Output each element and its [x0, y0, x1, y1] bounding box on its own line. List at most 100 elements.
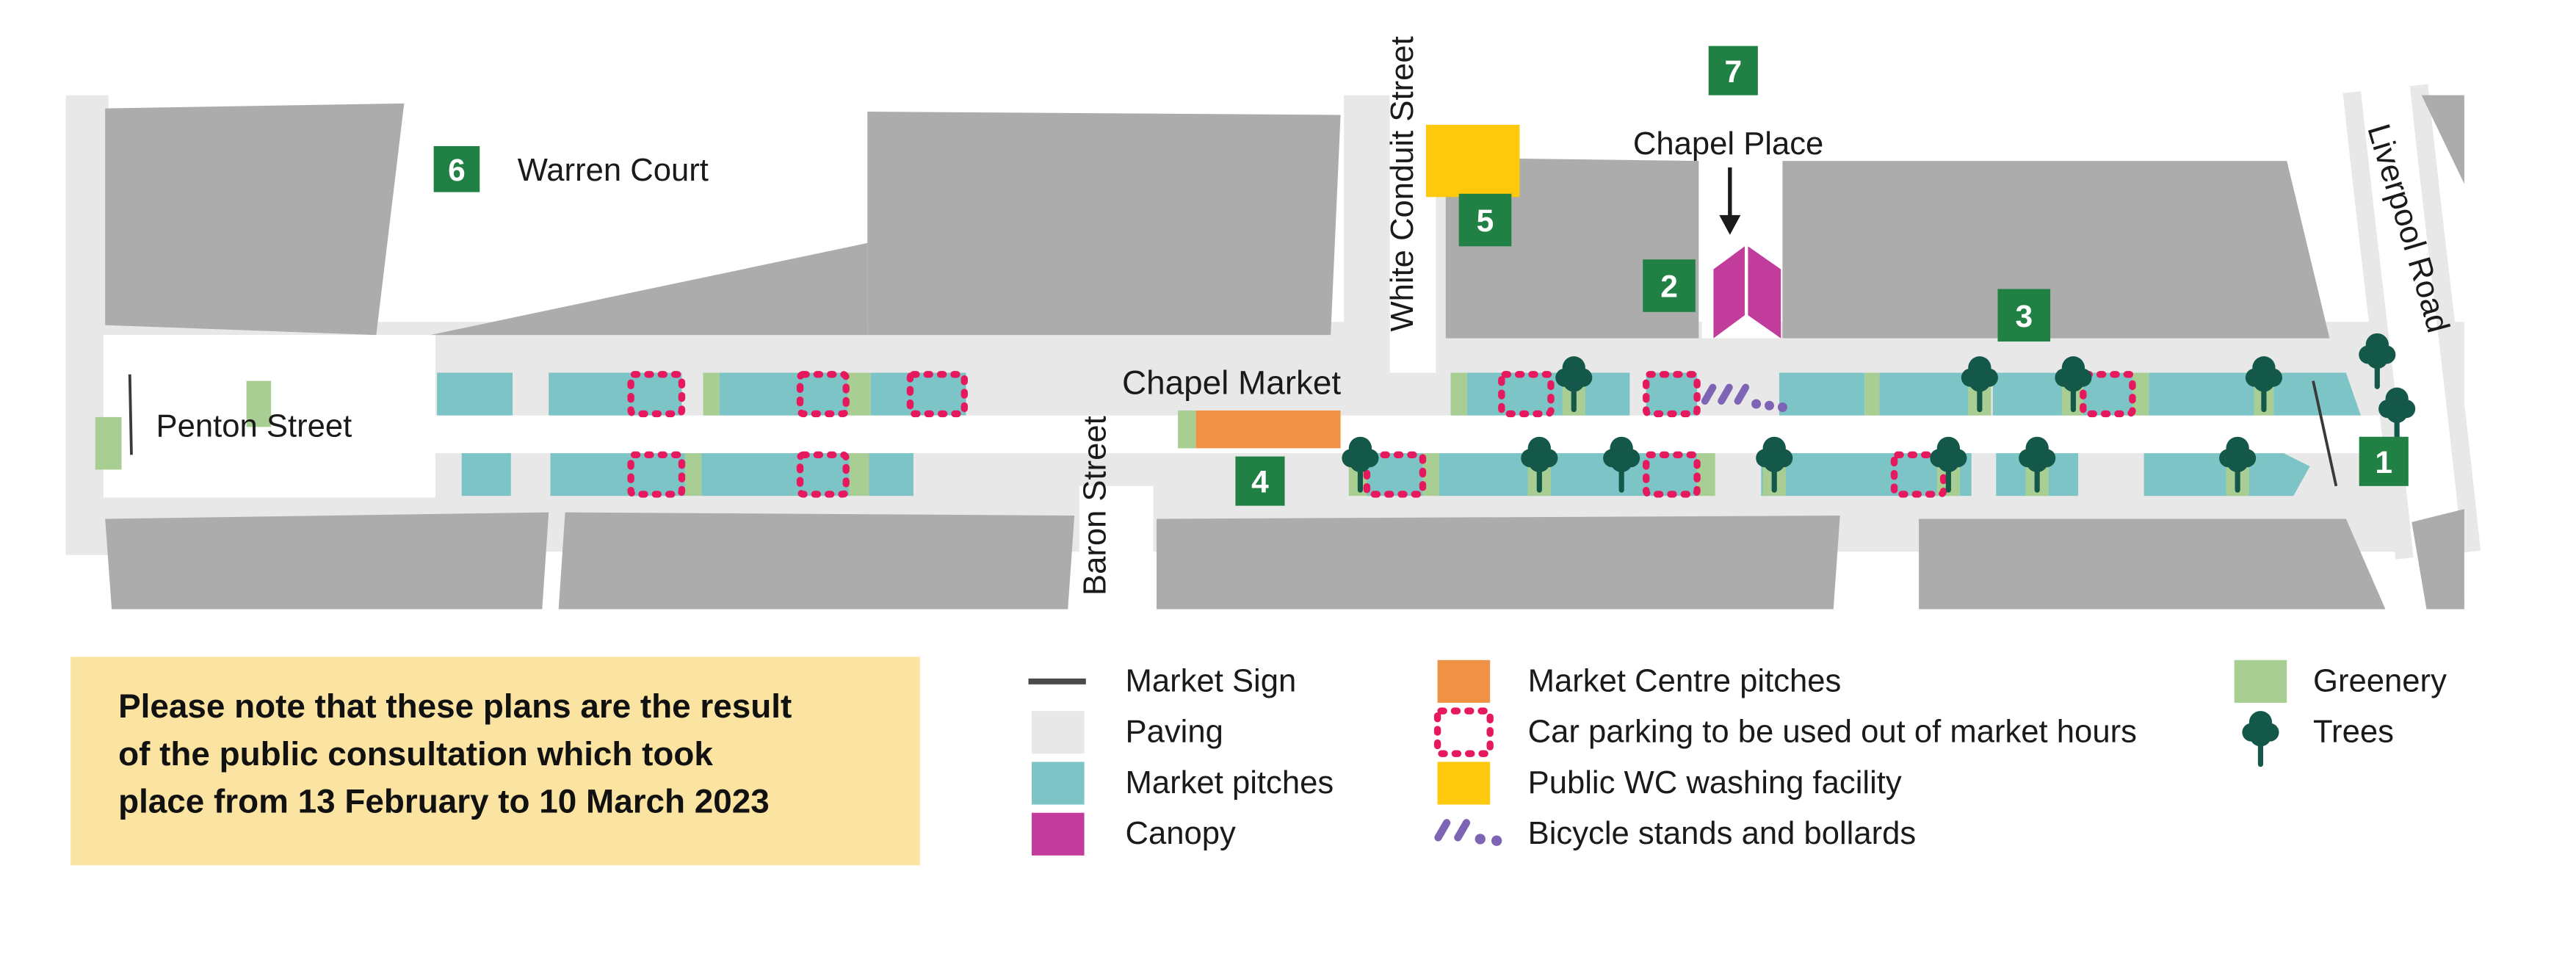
- liverpool-road-surface: [2361, 86, 2463, 558]
- legend-trees-label: Trees: [2313, 715, 2394, 750]
- car-parking-zone: [2080, 371, 2136, 418]
- note-box-background: [70, 657, 920, 866]
- chapel-place-label: Chapel Place: [1633, 126, 1823, 162]
- car-parking-zone: [796, 371, 850, 418]
- greenery-strip: [703, 372, 720, 416]
- note-line-2: of the public consultation which took: [118, 735, 713, 773]
- market-pitch: [869, 453, 913, 496]
- legend-public-wc-label: Public WC washing facility: [1528, 765, 1902, 801]
- car-parking-zone: [627, 371, 686, 418]
- badge-2: 2: [1643, 259, 1696, 312]
- building-top-center: [867, 112, 1341, 336]
- car-parking-zone: [1643, 371, 1701, 418]
- car-parking-zone: [1498, 371, 1555, 418]
- badge-number: 1: [2375, 446, 2392, 480]
- market-pitch: [1779, 372, 1865, 416]
- legend-car-parking-label: Car parking to be used out of market hou…: [1528, 715, 2137, 750]
- badge-number: 7: [1724, 55, 1742, 90]
- note-line-3: place from 13 February to 10 March 2023: [118, 783, 770, 820]
- market-pitch: [550, 453, 685, 496]
- market-pitch: [719, 372, 848, 416]
- market-pitch: [1646, 453, 1698, 496]
- legend-paving-swatch: [1031, 711, 1085, 754]
- greenery-strip: [2132, 372, 2149, 416]
- bike-stands-icon: [1701, 383, 1787, 412]
- legend: Market Sign Paving Market pitches Canopy…: [1028, 660, 2447, 856]
- badge-1: 1: [2359, 436, 2409, 486]
- badge-5: 5: [1458, 193, 1512, 247]
- legend-tree-icon: [2242, 711, 2279, 767]
- legend-canopy-swatch: [1031, 812, 1085, 856]
- greenery-strip: [1864, 372, 1880, 416]
- market-pitches-left-top-row: [437, 372, 966, 416]
- note-line-1: Please note that these plans are the res…: [118, 687, 792, 725]
- market-centre-pitch: [1195, 410, 1341, 449]
- legend-bicycle-label: Bicycle stands and bollards: [1528, 816, 1917, 851]
- public-wc-facility: [1425, 124, 1520, 198]
- consultation-note: Please note that these plans are the res…: [70, 657, 920, 866]
- greenery-block: [246, 380, 272, 427]
- building-bottom-midleft: [558, 512, 1075, 610]
- building-bottom-center: [1157, 516, 1840, 610]
- badge-number: 6: [448, 153, 466, 188]
- legend-car-parking-swatch: [1433, 707, 1494, 757]
- building-top-right-corner: [2421, 95, 2464, 184]
- paving-white-conduit-west: [1344, 95, 1390, 375]
- greenery-strip: [847, 372, 871, 416]
- legend-paving-label: Paving: [1126, 715, 1223, 750]
- market-pitch: [2149, 372, 2254, 416]
- market-pitch: [701, 453, 850, 496]
- car-parking-zone: [906, 371, 968, 418]
- legend-market-sign-label: Market Sign: [1126, 663, 1297, 698]
- legend-canopy-label: Canopy: [1126, 816, 1237, 851]
- market-centre-pitches: [1178, 410, 1341, 449]
- greenery-strip: [684, 453, 702, 496]
- badge-number: 2: [1660, 270, 1678, 305]
- greenery-strip: [1450, 372, 1467, 416]
- building-bottom-right-corner: [2412, 509, 2464, 610]
- buildings: [105, 95, 2464, 610]
- greenery-block: [95, 416, 122, 470]
- car-parking-zones: [627, 371, 2136, 498]
- building-bottom-right: [1919, 518, 2386, 610]
- car-parking-zone: [1363, 451, 1427, 498]
- warren-court-label: Warren Court: [518, 153, 709, 188]
- market-sign-line: [2312, 380, 2338, 487]
- legend-market-pitches-swatch: [1031, 762, 1085, 805]
- badge-3: 3: [1997, 289, 2051, 342]
- bollard-dot: [1765, 400, 1775, 411]
- baron-street-area: [1079, 485, 1154, 610]
- legend-public-wc-swatch: [1437, 762, 1491, 805]
- greenery-strip: [1422, 453, 1439, 496]
- chapel-place-arrow: [1719, 167, 1741, 235]
- penton-street-label: Penton Street: [156, 409, 352, 444]
- badge-6: 6: [433, 145, 480, 192]
- bollard-dot: [1777, 402, 1787, 412]
- market-pitch: [461, 453, 511, 496]
- legend-market-centre-label: Market Centre pitches: [1528, 663, 1842, 698]
- canopy-panel: [1748, 246, 1781, 339]
- badge-number: 4: [1251, 466, 1269, 500]
- market-pitches-center-bottom-row: [1348, 453, 2310, 496]
- canopy-panel: [1713, 246, 1745, 339]
- market-pitch: [870, 372, 966, 416]
- car-parking-zone: [796, 451, 850, 498]
- legend-greenery-swatch: [2234, 660, 2287, 703]
- baron-street-label: Baron Street: [1078, 416, 1113, 596]
- car-parking-zone: [1643, 451, 1701, 498]
- bike-stand-dash: [1718, 383, 1733, 405]
- liverpool-road: [2342, 84, 2481, 560]
- market-pitches-left-bottom-row: [461, 453, 913, 496]
- market-sign-line: [128, 374, 133, 455]
- bollard-dot: [1751, 399, 1762, 409]
- building-east-of-chapel-place: [1782, 161, 2330, 339]
- bike-stand-dash: [1701, 383, 1717, 405]
- greenery-strip: [849, 453, 869, 496]
- badge-4: 4: [1235, 456, 1285, 506]
- badge-7: 7: [1708, 46, 1758, 95]
- paving-left-edge: [65, 95, 109, 555]
- market-pitch: [1646, 372, 1698, 416]
- badge-number: 3: [2015, 300, 2033, 334]
